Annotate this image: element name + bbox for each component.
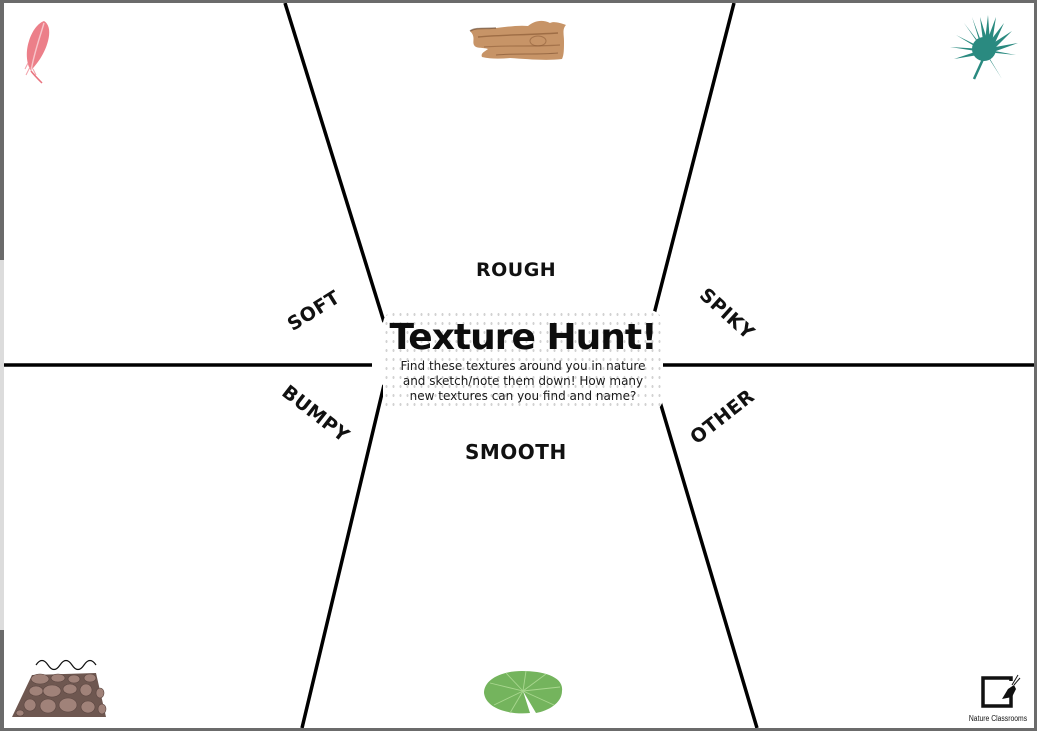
label-smooth: SMOOTH [465,440,567,464]
section-divider-lines [4,3,1034,728]
worksheet-page: ROUGH SMOOTH SOFT SPIKY BUMPY OTHER Text… [4,3,1034,728]
background-strip [0,260,4,630]
instructions-line-3: new textures can you find and name? [409,389,637,403]
instructions-text: Find these textures around you in nature… [383,359,663,404]
palm-leaf-icon [950,15,1018,80]
nature-classrooms-logo: Nature Classrooms [962,673,1034,725]
title-panel: Texture Hunt! Find these textures around… [383,310,663,412]
label-rough: ROUGH [476,259,557,281]
bark-log-icon [469,20,566,60]
pink-feather-icon [24,21,50,84]
instructions-line-2: and sketch/note them down! How many [402,374,644,388]
page-title: Texture Hunt! [389,317,658,358]
cobblestone-icon [12,659,107,717]
logo-text: Nature Classrooms [968,714,1028,723]
lily-pad-icon [484,670,563,714]
logo-mark-icon [981,674,1021,708]
instructions-line-1: Find these textures around you in nature [400,359,646,373]
